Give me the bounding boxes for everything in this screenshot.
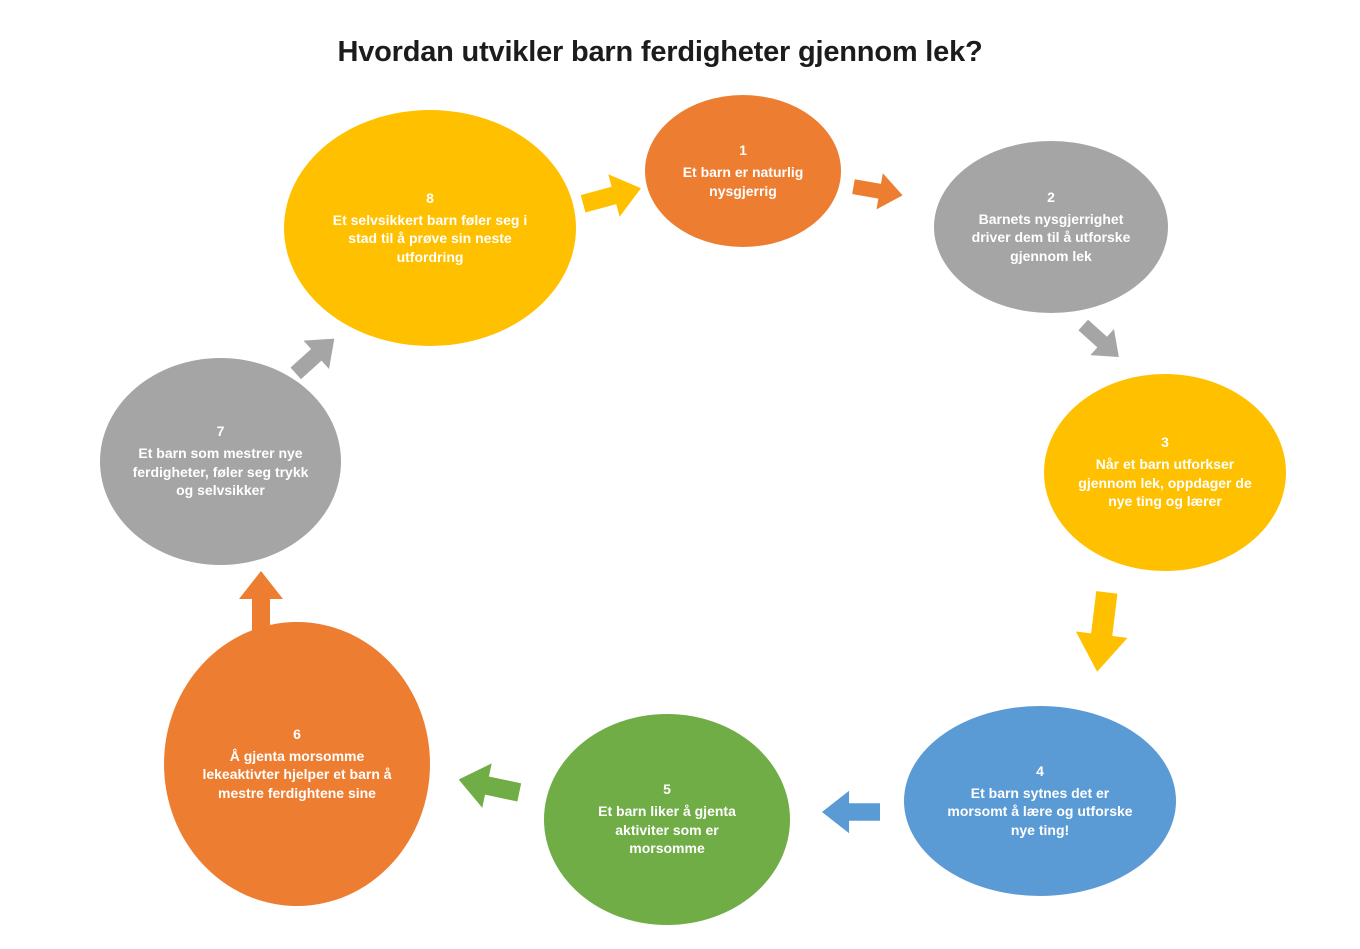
step-text: Når et barn utforkser gjennom lek, oppda… — [1078, 456, 1252, 510]
step-text: Et barn som mestrer nye ferdigheter, føl… — [132, 445, 309, 499]
step-text: Et barn liker å gjenta aktiviter som er … — [598, 803, 736, 857]
step-ellipse-8: 8 Et selvsikkert barn føler seg i stad t… — [284, 110, 576, 346]
arrow-7-to-8-icon — [281, 322, 349, 389]
arrow-1-to-2-icon — [850, 165, 907, 217]
arrow-8-to-1-icon — [577, 166, 647, 226]
step-number: 2 — [1047, 188, 1055, 205]
step-ellipse-7: 7 Et barn som mestrer nye ferdigheter, f… — [100, 358, 341, 565]
arrow-5-to-6-icon — [453, 755, 524, 817]
arrow-4-to-5-icon — [822, 789, 880, 835]
step-number: 6 — [293, 725, 301, 742]
step-text: Et selvsikkert barn føler seg i stad til… — [332, 211, 528, 265]
arrow-2-to-3-icon — [1068, 309, 1133, 374]
step-text: Barnets nysgjerrighet driver dem til å u… — [971, 210, 1131, 264]
step-number: 5 — [663, 781, 671, 798]
page-title: Hvordan utvikler barn ferdigheter gjenno… — [337, 36, 983, 68]
step-text: Å gjenta morsomme lekeaktivter hjelper e… — [202, 747, 392, 801]
step-number: 7 — [216, 423, 225, 440]
step-ellipse-4: 4 Et barn sytnes det er morsomt å lære o… — [904, 706, 1176, 896]
step-text: Et barn er naturlig nysgjerrig — [682, 164, 804, 199]
step-ellipse-2: 2 Barnets nysgjerrighet driver dem til å… — [934, 141, 1168, 313]
step-text: Et barn sytnes det er morsomt å lære og … — [947, 784, 1133, 838]
step-number: 1 — [739, 142, 747, 159]
step-number: 3 — [1161, 434, 1169, 451]
step-number: 8 — [426, 189, 434, 206]
step-ellipse-5: 5 Et barn liker å gjenta aktiviter som e… — [544, 714, 790, 925]
step-number: 4 — [1036, 762, 1044, 779]
arrow-3-to-4-icon — [1071, 589, 1132, 675]
arrow-6-to-7-icon — [237, 571, 285, 631]
step-ellipse-3: 3 Når et barn utforkser gjennom lek, opp… — [1044, 374, 1286, 571]
step-ellipse-6: 6 Å gjenta morsomme lekeaktivter hjelper… — [164, 622, 430, 906]
step-ellipse-1: 1 Et barn er naturlig nysgjerrig — [645, 95, 841, 247]
